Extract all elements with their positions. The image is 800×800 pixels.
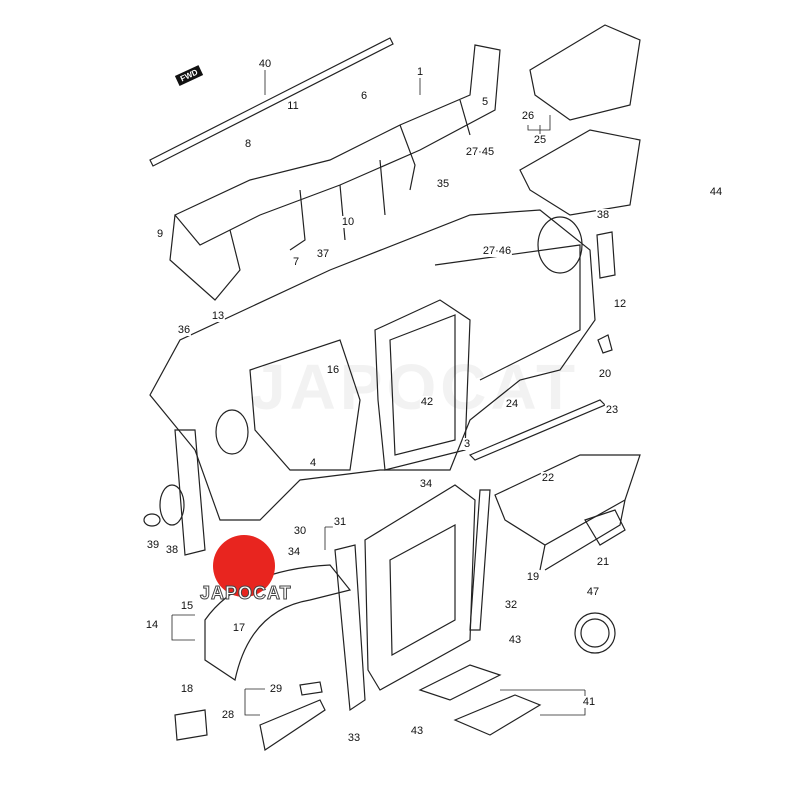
callout: 43 [409, 725, 425, 737]
callout: 34 [418, 478, 434, 490]
callout: 5 [480, 96, 490, 108]
callout: 27·45 [464, 146, 496, 158]
callout: 27·46 [481, 245, 513, 257]
callout: 14 [144, 619, 160, 631]
watermark: JAPOCAT [250, 351, 580, 423]
callout: 26 [520, 110, 536, 122]
callout: 17 [231, 622, 247, 634]
callout: 35 [435, 178, 451, 190]
callout: 38 [595, 209, 611, 221]
callout: 1 [415, 66, 425, 78]
callout: 9 [155, 228, 165, 240]
callout: 19 [525, 571, 541, 583]
callout: 40 [257, 58, 273, 70]
callout: 39 [145, 539, 161, 551]
callout: 3 [462, 438, 472, 450]
callout: 38 [164, 544, 180, 556]
callout: 6 [359, 90, 369, 102]
callout: 22 [540, 472, 556, 484]
callout: 32 [503, 599, 519, 611]
japocat-logo: JAPOCAT [200, 535, 291, 615]
callout: 37 [315, 248, 331, 260]
callout: 28 [220, 709, 236, 721]
callout: 44 [708, 186, 724, 198]
logo-red-circle [213, 535, 275, 597]
callout: 34 [286, 546, 302, 558]
callout: 11 [286, 100, 300, 112]
callout: 12 [612, 298, 628, 310]
callout: 16 [325, 364, 341, 376]
callout: 18 [179, 683, 195, 695]
callout: 24 [504, 398, 520, 410]
callout: 13 [210, 310, 226, 322]
logo-text: JAPOCAT [200, 583, 292, 604]
callout: 21 [595, 556, 611, 568]
callout: 41 [581, 696, 597, 708]
callout: 10 [340, 216, 356, 228]
callout: 20 [597, 368, 613, 380]
callout: 8 [243, 138, 253, 150]
callout: 47 [585, 586, 601, 598]
callout: 15 [179, 600, 195, 612]
callout: 43 [507, 634, 523, 646]
callout: 25 [532, 134, 548, 146]
callout: 30 [292, 525, 308, 537]
callout: 33 [346, 732, 362, 744]
callout: 36 [176, 324, 192, 336]
callout: 4 [308, 457, 318, 469]
callout: 31 [332, 516, 348, 528]
callout: 42 [419, 396, 435, 408]
callout: 29 [268, 683, 284, 695]
callout: 23 [604, 404, 620, 416]
callout: 7 [291, 256, 301, 268]
